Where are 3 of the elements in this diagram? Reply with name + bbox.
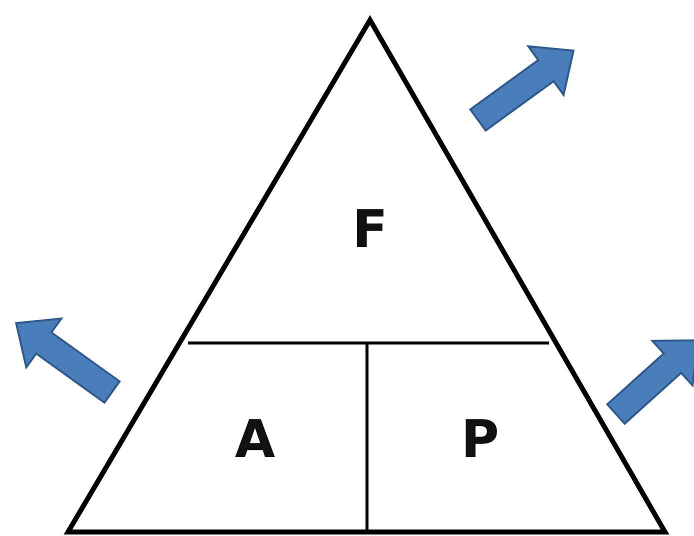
formula-letter: A [234, 414, 276, 466]
formula-letter: P [460, 414, 500, 466]
formula-letter: F [352, 204, 388, 256]
